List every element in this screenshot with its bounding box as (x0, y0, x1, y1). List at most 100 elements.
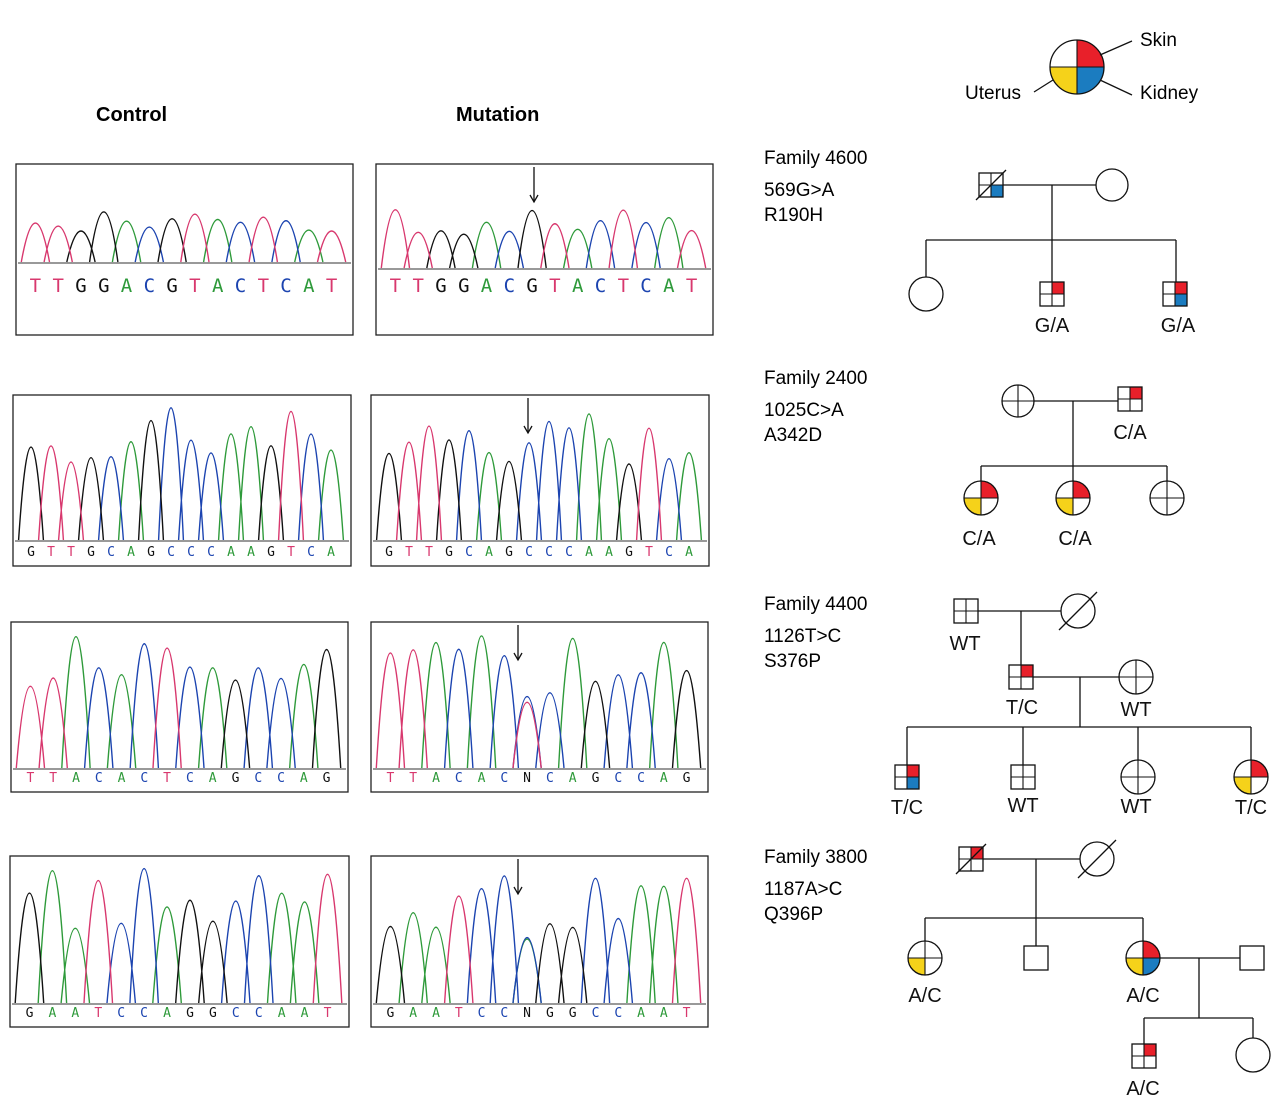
quadrant (1040, 294, 1052, 306)
trace-c (106, 867, 274, 1004)
base-call: C (144, 275, 155, 297)
trace-t (395, 425, 663, 541)
quadrant (895, 765, 907, 777)
dna-mutation: 1126T>C (764, 626, 842, 647)
base-call: T (386, 771, 394, 786)
female-outline (1055, 480, 1091, 516)
base-call: A (303, 275, 315, 297)
base-call: G (592, 771, 600, 786)
dna-mutation: 569G>A (764, 180, 835, 201)
legend-kidney-label: Kidney (1140, 83, 1199, 104)
base-call: C (140, 771, 148, 786)
base-call: A (660, 1006, 668, 1021)
base-call: G (147, 545, 155, 560)
base-call: A (300, 771, 308, 786)
quadrant (1163, 294, 1175, 306)
base-call: T (326, 275, 337, 297)
base-call: C (595, 275, 606, 297)
base-call: C (167, 545, 175, 560)
quadrant (1011, 765, 1023, 777)
pedigree-diagrams (894, 39, 1271, 1073)
base-call: A (209, 771, 217, 786)
base-call: T (645, 545, 653, 560)
protein-change: Q396P (764, 904, 824, 925)
pedigree-line (1099, 79, 1133, 96)
trace-t (83, 873, 343, 1004)
quadrant (907, 777, 919, 789)
base-call: C (546, 771, 554, 786)
quadrant (1240, 958, 1252, 970)
quadrant (1024, 946, 1036, 958)
base-call: T (324, 1006, 332, 1021)
f4600-mother (1095, 168, 1129, 202)
base-call: G (232, 771, 240, 786)
legend-symbol (1049, 39, 1105, 95)
base-call: G (546, 1006, 554, 1021)
base-call: A (212, 275, 224, 297)
quadrant (954, 599, 966, 611)
base-call: C (280, 275, 291, 297)
base-call: T (26, 771, 34, 786)
trace-t (443, 877, 702, 1004)
quadrant (991, 185, 1003, 197)
trace-a (117, 425, 345, 541)
base-call: C (614, 771, 622, 786)
f3800-grandchild2 (1235, 1037, 1271, 1073)
f3800-grandfather (955, 843, 987, 875)
quadrant (1143, 958, 1160, 975)
trace-a (421, 635, 679, 769)
quadrant (1077, 40, 1104, 67)
trace-t (37, 411, 305, 541)
base-call: G (98, 275, 109, 297)
quadrant (1009, 677, 1021, 689)
family-4600-info: Family 4600 569G>A R190H (764, 146, 868, 228)
male-outline (1239, 945, 1265, 971)
base-call: G (445, 545, 453, 560)
quadrant (1175, 282, 1187, 294)
base-call: G (27, 545, 35, 560)
base-call: C (525, 545, 533, 560)
mutation-arrow-head (523, 425, 533, 435)
quadrant (1023, 777, 1035, 789)
legend-uterus-label: Uterus (965, 83, 1021, 104)
quadrant (1163, 282, 1175, 294)
base-call: A (278, 1006, 286, 1021)
female-outline (1049, 39, 1105, 95)
base-call: C (186, 771, 194, 786)
base-call: G (458, 275, 469, 297)
family-2400-info: Family 2400 1025C>A A342D (764, 366, 868, 448)
base-call: A (585, 545, 593, 560)
base-call: C (207, 545, 215, 560)
protein-change: S376P (764, 651, 822, 672)
family-4400-info: Family 4400 1126T>C S376P (764, 592, 868, 674)
female-outline (908, 276, 944, 312)
base-call: T (405, 545, 413, 560)
f4600-father (975, 169, 1007, 201)
quadrant (1144, 1056, 1156, 1068)
trace-g (17, 420, 285, 541)
base-call: C (307, 545, 315, 560)
base-call: A (301, 1006, 309, 1021)
quadrant (1052, 294, 1064, 306)
female-fill (909, 277, 943, 311)
genotype-label: C/A (1113, 422, 1147, 444)
quadrant (1050, 67, 1077, 94)
quadrant (1118, 399, 1130, 411)
female-outline (1120, 759, 1156, 795)
base-call: A (660, 771, 668, 786)
base-call: G (435, 275, 446, 297)
base-call: G (323, 771, 331, 786)
quadrant (1073, 481, 1090, 498)
genotype-label: WT (949, 633, 980, 655)
trace-c (97, 407, 325, 541)
female-outline (1149, 480, 1185, 516)
base-call: T (549, 275, 560, 297)
quadrant (895, 777, 907, 789)
genotype-label: A/C (1126, 985, 1159, 1007)
base-call: G (505, 545, 513, 560)
genotype-label: T/C (891, 797, 923, 819)
base-call: A (572, 275, 584, 297)
